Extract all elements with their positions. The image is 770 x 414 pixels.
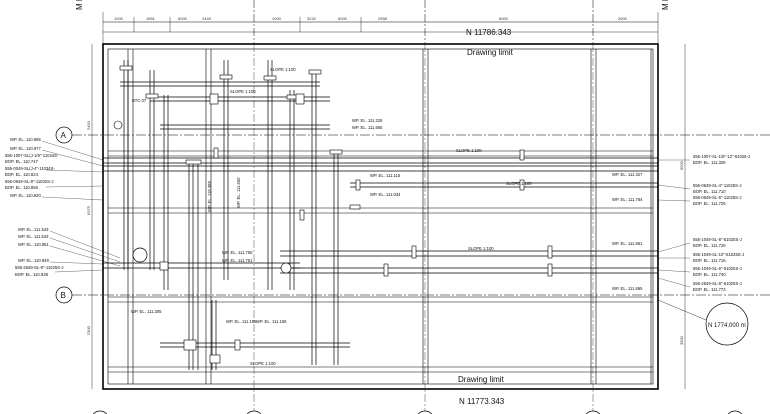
dim-text: 6000 [178, 16, 188, 21]
annotation-right: 555-1049-SL-6"-51025S-J [693, 266, 742, 271]
corner-label-right: M FC [661, 0, 670, 10]
dim-text: 2300 [86, 325, 91, 335]
elevation-marker [705, 302, 749, 346]
wp-label: WP. EL. 111.305 [131, 309, 162, 314]
grid-label-a: A [61, 131, 67, 140]
slope-label: SLOPE 1:100 [506, 181, 532, 186]
slope-label: SLOPE 1:100 [456, 148, 482, 153]
flanges [119, 65, 553, 364]
annotation-right: BOP. EL. 111.326 [693, 160, 726, 165]
annotation-left: 555-2649-SL-8"-11025S-J [15, 265, 63, 270]
wp-label: WP. EL. 111.661 [612, 241, 643, 246]
annotation-right: 555-1049-SL-8"-51025S-J [693, 237, 742, 242]
left-annotations: WP. EL. 110.985 WP. EL. 110.977 555-1007… [5, 137, 121, 277]
annotation-left: WP. EL. 110.985 [10, 137, 41, 142]
structural-beams [108, 49, 653, 384]
dim-text: 2558 [378, 16, 388, 21]
drain-circle [113, 120, 123, 130]
annotation-left: WP. EL. 110.949 [18, 258, 49, 263]
grid-bubble-b [55, 286, 73, 304]
wp-label: WP. EL. 111.155 [226, 319, 257, 324]
north-coordinate-bottom: N 11773.343 [459, 397, 505, 406]
annotation-left: BOP. EL. 110.855 [5, 185, 39, 190]
annotation-left: WP. EL. 110.951 [18, 242, 49, 247]
annotation-right: 555-2649-SL-8"-51025S-J [693, 281, 742, 286]
slope-label: SLOPE 1:100 [230, 89, 256, 94]
dim-text: 6000 [499, 16, 509, 21]
dim-text: 6000 [338, 16, 348, 21]
drawing-limit-label-top: Drawing limit [467, 48, 514, 57]
slope-label: SLOPE 1:100 [270, 67, 296, 72]
annotation-right: BOP. EL. 111.726 [693, 201, 726, 206]
wp-label: WP. EL. 111.665 [612, 286, 643, 291]
pipe-risers [123, 60, 339, 370]
annotation-left: BOP. EL. 110.747 [5, 159, 39, 164]
annotation-right: 555-0649-SL-6"-11025S-J [693, 195, 741, 200]
grid-bubble-a [55, 126, 73, 144]
annotation-right: BOP. EL. 111.740 [693, 272, 726, 277]
nozzle-circle [132, 247, 148, 263]
grid-bubble-bottom [585, 410, 601, 414]
dim-text: 3000 [618, 16, 628, 21]
grid-label-b: B [61, 291, 66, 300]
grid-bubble-bottom [92, 410, 108, 414]
north-coordinate-top: N 11786.343 [466, 28, 512, 37]
elevation-marker-text: N 1774.000 m [708, 323, 746, 329]
wp-label: WP. EL. 111.034 [370, 192, 401, 197]
annotation-left: BOP. EL. 110.838 [15, 272, 49, 277]
dim-text: 1000 [114, 16, 124, 21]
annotation-right: 555-1007-SL-1/6"-12"-51025-J [693, 154, 750, 159]
annotation-left: BOP. EL. 110.824 [5, 172, 39, 177]
dim-text: 3242 [307, 16, 317, 21]
wp-label: BTC 07 [132, 98, 147, 103]
wp-label: WP. EL. 111.665 [352, 125, 383, 130]
inner-border [107, 48, 654, 385]
dim-text: 6500 [679, 160, 684, 170]
dim-text: 3500 [679, 335, 684, 345]
dim-text: 2450 [86, 120, 91, 130]
grid-bubble-bottom [417, 410, 433, 414]
annotation-left: WP. EL. 110.920 [10, 193, 41, 198]
slope-label: SLOPE 1:100 [468, 246, 494, 251]
annotation-right: BOP. EL. 111.773 [693, 287, 726, 292]
right-annotations: 555-1007-SL-1/6"-12"-51025-J BOP. EL. 11… [657, 154, 750, 292]
grid-bubble-bottom [246, 410, 262, 414]
dim-text: 1000 [272, 16, 282, 21]
annotation-right: 555-0649-SL-4"-11025S-J [693, 183, 741, 188]
annotation-left: WP. EL. 110.977 [10, 146, 41, 151]
annotation-left: 555-0049-SL(J-4"-11034S- [5, 166, 55, 171]
wp-label: WP. EL. 111.226 [352, 118, 383, 123]
annotation-left: WP. EL. 111.543 [18, 234, 49, 239]
drawing-limit-border [102, 43, 659, 390]
wp-label: WP. EL. 111.650 [236, 177, 241, 208]
drawing-limit-label-bottom: Drawing limit [458, 375, 505, 384]
wp-label: WP. EL. 118.389 [207, 181, 212, 212]
annotation-right: 555-1049-SL-10"-51025S-J [693, 252, 744, 257]
wp-label: WP. EL. 111.155 [256, 319, 287, 324]
leader-line [657, 299, 707, 321]
corner-label-left: M FC [75, 0, 84, 10]
wp-label: WP. EL. 111.115 [370, 173, 401, 178]
wp-label: WP. EL. 111.764 [612, 197, 643, 202]
wp-label: WP. EL. 111.327 [612, 172, 643, 177]
dim-text: 2449 [202, 16, 212, 21]
dim-text: 1551 [146, 16, 156, 21]
annotation-right: BOP. EL. 111.726 [693, 243, 726, 248]
annotation-left: 555-0649-SL-8"-11032S-J [5, 179, 53, 184]
wp-label: WP. EL. 111.755 [222, 250, 253, 255]
annotation-left: 555-1007-SL(J-1/6"-11034S- [5, 153, 59, 158]
wp-label: WP. EL. 111.751 [222, 258, 253, 263]
annotation-right: BOP. EL. 111.715 [693, 258, 726, 263]
annotation-right: BOP. EL. 111.710 [693, 189, 726, 194]
dim-text: 6375 [86, 205, 91, 215]
nozzle-circle [280, 262, 292, 274]
annotation-left: WP. EL. 111.543 [18, 227, 49, 232]
slope-label: SLOPE 1:100 [250, 361, 276, 366]
grid-bubble-bottom [727, 410, 743, 414]
